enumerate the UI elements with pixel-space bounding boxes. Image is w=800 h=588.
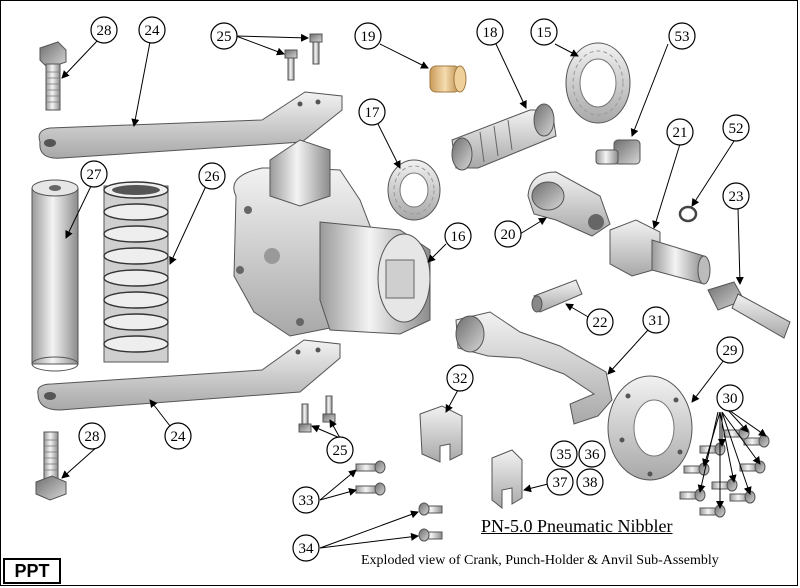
part-33-screws	[355, 460, 386, 496]
callout-25-top: 25	[210, 22, 238, 50]
svg-text:53: 53	[675, 29, 690, 45]
callout-21: 21	[666, 118, 694, 146]
callout-37: 37	[546, 468, 574, 496]
part-32-anvil-block	[419, 405, 463, 463]
part-29-flange-ring	[607, 375, 693, 481]
svg-text:28: 28	[97, 23, 112, 39]
svg-text:37: 37	[553, 475, 569, 491]
svg-text:32: 32	[453, 371, 468, 387]
callout-28-top: 28	[90, 16, 118, 44]
part-28-bolt-top	[39, 41, 67, 111]
callout-23: 23	[722, 182, 750, 210]
part-23-punch	[707, 281, 791, 339]
leader-lines	[61, 33, 767, 549]
callout-38: 38	[576, 468, 604, 496]
svg-text:25: 25	[217, 29, 232, 45]
callout-25-bottom: 25	[326, 436, 354, 464]
callout-26: 26	[198, 162, 226, 190]
part-22-pin	[531, 279, 583, 313]
callout-18: 18	[476, 18, 504, 46]
callout-29: 29	[716, 336, 744, 364]
svg-text:29: 29	[723, 343, 738, 359]
callout-16: 16	[444, 222, 472, 250]
callout-34: 34	[292, 534, 320, 562]
svg-text:26: 26	[205, 169, 221, 185]
diagram-title: PN-5.0 Pneumatic Nibbler	[481, 516, 673, 536]
svg-text:35: 35	[557, 447, 572, 463]
part-19-bronze-bush	[429, 65, 467, 93]
callout-19: 19	[354, 22, 382, 50]
callout-30: 30	[716, 384, 744, 412]
part-26-spring	[103, 181, 169, 363]
svg-text:24: 24	[171, 429, 187, 445]
callout-24-top: 24	[138, 16, 166, 44]
part-28-bolt-bottom	[35, 431, 67, 501]
callout-32: 32	[446, 364, 474, 392]
callout-22: 22	[586, 308, 614, 336]
part-34-screws	[418, 502, 443, 542]
callout-52: 52	[722, 114, 750, 142]
part-25-screws-top	[284, 33, 323, 81]
svg-text:28: 28	[85, 429, 100, 445]
part-16-main-housing	[233, 139, 431, 337]
callout-53: 53	[668, 22, 696, 50]
part-53-eccentric-pin	[595, 139, 641, 165]
part-35-38-anvil	[491, 449, 523, 510]
part-20-crank-lever	[527, 171, 611, 237]
callout-24-bottom: 24	[164, 422, 192, 450]
svg-text:31: 31	[649, 313, 664, 329]
svg-text:25: 25	[333, 443, 348, 459]
part-15-bearing	[565, 42, 631, 124]
svg-text:38: 38	[583, 475, 598, 491]
svg-text:20: 20	[501, 227, 516, 243]
part-30-screw-set	[679, 426, 770, 518]
svg-text:19: 19	[361, 29, 376, 45]
callout-27: 27	[80, 160, 108, 188]
callout-20: 20	[494, 220, 522, 248]
part-27-sleeve	[31, 179, 79, 372]
part-17-bearing	[387, 159, 441, 221]
callout-17: 17	[358, 98, 386, 126]
svg-text:18: 18	[483, 25, 498, 41]
svg-text:23: 23	[729, 189, 744, 205]
part-18-crankshaft	[451, 103, 557, 171]
svg-text:33: 33	[299, 493, 314, 509]
diagram-subtitle: Exploded view of Crank, Punch-Holder & A…	[361, 553, 719, 568]
callout-35: 35	[550, 440, 578, 468]
part-24-link-top	[38, 91, 343, 159]
svg-text:30: 30	[723, 391, 738, 407]
callout-33: 33	[292, 486, 320, 514]
svg-text:21: 21	[673, 125, 688, 141]
callout-31: 31	[642, 306, 670, 334]
svg-text:52: 52	[729, 121, 744, 137]
part-52-circlip	[678, 205, 698, 223]
svg-text:34: 34	[299, 541, 315, 557]
svg-text:36: 36	[585, 447, 601, 463]
svg-text:15: 15	[537, 25, 552, 41]
svg-text:22: 22	[593, 315, 608, 331]
part-25-screws-bottom	[298, 395, 336, 433]
svg-text:16: 16	[451, 229, 467, 245]
part-24-link-bottom	[37, 339, 341, 411]
ppt-badge: PPT	[3, 558, 61, 584]
part-31-anvil-holder	[455, 311, 613, 425]
svg-text:17: 17	[365, 105, 381, 121]
svg-text:24: 24	[145, 23, 161, 39]
svg-text:27: 27	[87, 167, 103, 183]
callout-28-bottom: 28	[78, 422, 106, 450]
callout-36: 36	[578, 440, 606, 468]
part-21-punch-holder	[609, 219, 711, 285]
callout-15: 15	[530, 18, 558, 46]
